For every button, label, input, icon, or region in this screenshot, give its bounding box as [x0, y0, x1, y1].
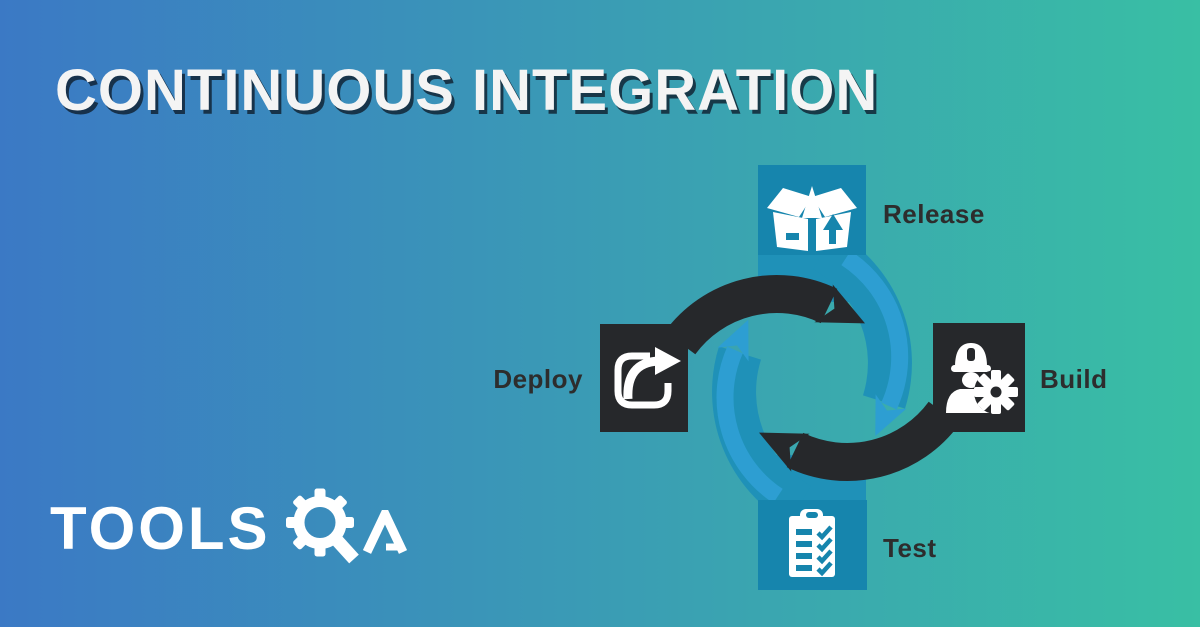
share-arrow-icon [614, 347, 681, 409]
build-label: Build [1040, 364, 1108, 394]
clipboard-checklist-icon [789, 509, 835, 577]
logo-text-tools: TOOLS [50, 495, 271, 562]
arrow-deploy-to-release [664, 275, 866, 355]
open-box-icon [767, 186, 857, 251]
logo-letter-a [362, 510, 407, 554]
release-node [758, 165, 866, 255]
toolsqa-logo: TOOLS [50, 483, 409, 575]
deploy-label: Deploy [493, 364, 583, 394]
test-node [758, 500, 867, 590]
deploy-node [600, 324, 688, 432]
blue-cycle-arrows [716, 250, 909, 504]
arrow-release-to-build [841, 250, 909, 437]
test-label: Test [883, 533, 937, 563]
arrow-build-to-test [758, 401, 960, 481]
page-title: CONTINUOUS INTEGRATION [55, 58, 879, 123]
gear-magnifier-icon [285, 488, 359, 564]
release-label: Release [883, 199, 985, 229]
arrow-test-to-deploy [716, 319, 783, 504]
worker-gear-icon [946, 343, 1018, 414]
dark-cycle-arrows [664, 275, 960, 481]
build-node [933, 323, 1025, 432]
